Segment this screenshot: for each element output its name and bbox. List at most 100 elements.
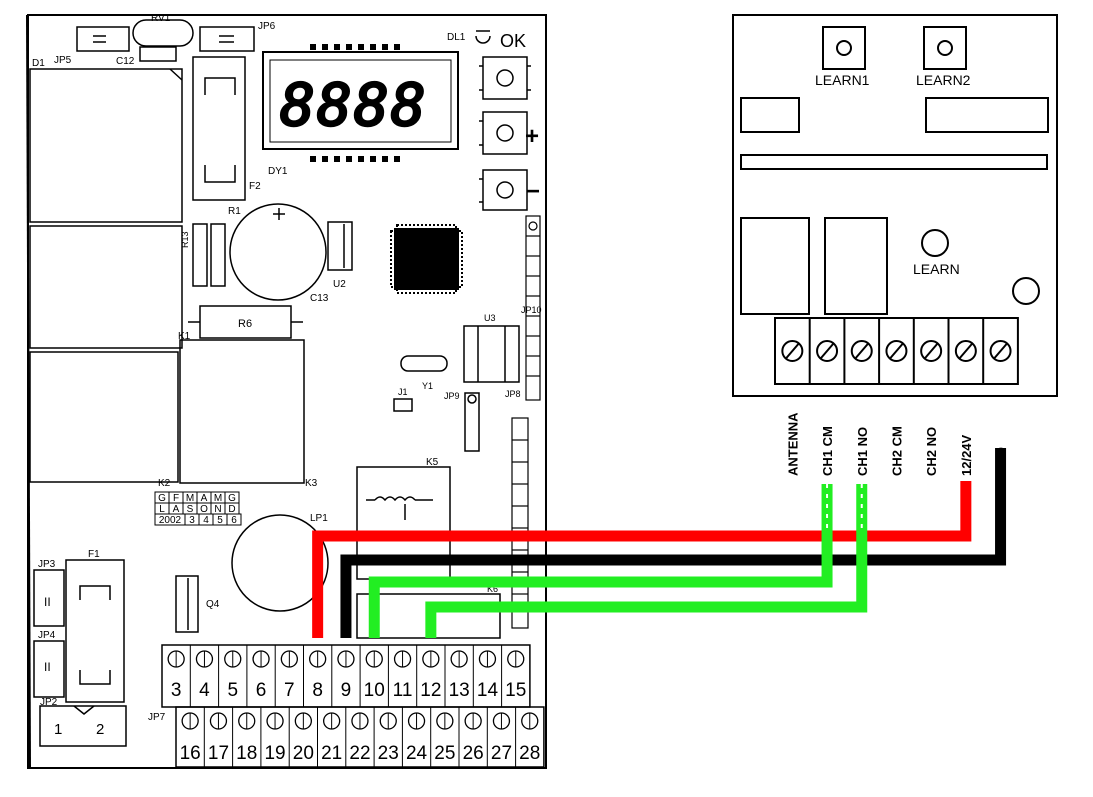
label-k1: K1 <box>178 331 191 342</box>
receiver-terminal-label: 12/24V <box>959 434 974 476</box>
terminal-3: 3 <box>167 650 185 701</box>
label-k5: K5 <box>426 457 439 468</box>
terminal-12: 12 <box>420 650 441 701</box>
wires <box>312 448 1007 638</box>
date-grid-cell: L <box>159 504 165 515</box>
label-jp10: JP10 <box>521 305 542 315</box>
receiver-screw-5 <box>954 340 977 362</box>
date-grid-cell: 6 <box>231 515 237 526</box>
date-grid-cell: M <box>214 493 222 504</box>
label-y1: Y1 <box>422 381 433 391</box>
terminal-label: 25 <box>434 743 455 764</box>
date-grid-cell: A <box>201 493 208 504</box>
label-u3: U3 <box>484 313 496 323</box>
terminal-7: 7 <box>280 650 299 701</box>
terminal-label: 24 <box>406 743 428 764</box>
led-display: 8888 <box>262 44 459 162</box>
terminal-label: 20 <box>293 743 314 764</box>
receiver-screw-3 <box>885 340 908 362</box>
terminal-label: 17 <box>208 743 229 764</box>
terminal-label: 22 <box>349 743 370 764</box>
u3-y1-j1 <box>393 325 520 452</box>
terminal-14: 14 <box>477 650 498 701</box>
label-k2: K2 <box>158 478 171 489</box>
label-k6: K6 <box>487 584 498 594</box>
terminal-label: 6 <box>256 680 267 701</box>
date-grid-cell: G <box>158 493 166 504</box>
wire-gnd <box>340 448 1007 638</box>
wire-12-24v <box>312 481 972 638</box>
terminal-17: 17 <box>208 712 229 764</box>
label-k3: K3 <box>305 478 318 489</box>
receiver-terminal-label: CH2 NO <box>924 427 939 476</box>
terminal-label: 19 <box>264 743 285 764</box>
top-components <box>76 19 255 62</box>
label-jp4-mark: II <box>44 660 51 674</box>
terminal-28: 28 <box>519 712 540 764</box>
lp1-q4 <box>175 514 329 633</box>
terminal-label: 10 <box>364 680 385 701</box>
terminal-label: 3 <box>171 680 182 701</box>
label-dy1: DY1 <box>268 166 288 177</box>
terminal-4: 4 <box>195 650 214 701</box>
receiver-screw-0 <box>781 340 804 362</box>
date-grid-cell: 2002 <box>159 515 182 526</box>
receiver-module <box>732 14 1058 397</box>
label-learn2: LEARN2 <box>916 72 971 88</box>
microcontroller-chip <box>390 224 463 294</box>
terminal-label: 26 <box>463 743 484 764</box>
label-jp6: JP6 <box>258 21 276 32</box>
terminal-label: 23 <box>378 743 399 764</box>
r13-c13-u2 <box>192 203 353 301</box>
terminal-label: 21 <box>321 743 342 764</box>
terminal-label: 28 <box>519 743 540 764</box>
label-f1: F1 <box>88 549 100 560</box>
receiver-terminal-block <box>774 317 1019 385</box>
date-grid-cell: 3 <box>189 515 195 526</box>
resistor-r6 <box>188 305 303 339</box>
receiver-terminal-label: CH1 NO <box>855 427 870 476</box>
right-long-strip <box>511 417 529 629</box>
terminal-label: 8 <box>312 680 323 701</box>
terminal-19: 19 <box>264 712 286 764</box>
terminal-23: 23 <box>378 712 399 764</box>
label-jp5: JP5 <box>54 55 72 66</box>
terminal-label: 12 <box>420 680 441 701</box>
display-digits: 8888 <box>280 71 428 139</box>
terminal-20: 20 <box>293 712 314 764</box>
label-r1: R1 <box>228 206 241 217</box>
terminal-26: 26 <box>463 712 484 764</box>
date-grid-cell: F <box>173 493 179 504</box>
control-board <box>26 14 547 769</box>
left-blocks <box>29 68 183 483</box>
label-q4: Q4 <box>206 599 220 610</box>
label-j1: J1 <box>398 387 408 397</box>
label-jp7: JP7 <box>148 712 166 723</box>
terminal-label: 7 <box>284 680 295 701</box>
label-r6: R6 <box>238 318 252 330</box>
label-jp4: JP4 <box>38 630 56 641</box>
terminal-8: 8 <box>308 650 327 701</box>
terminal-22: 22 <box>349 712 371 764</box>
receiver-screw-1 <box>816 340 839 362</box>
terminal-15: 15 <box>505 650 526 701</box>
jp3-f1-jp4-jp2 <box>33 559 127 747</box>
receiver-terminal-label: CH1 CM <box>820 426 835 476</box>
terminal-25: 25 <box>434 712 455 764</box>
terminal-6: 6 <box>252 650 270 701</box>
terminal-18: 18 <box>236 712 257 764</box>
label-rv1: RV1 <box>151 13 171 24</box>
terminal-13: 13 <box>449 650 470 701</box>
label-jp8: JP8 <box>505 389 521 399</box>
receiver-screw-4 <box>920 340 943 362</box>
terminal-11: 11 <box>393 650 412 701</box>
label-plus: + <box>525 123 539 150</box>
label-jp3-mark: II <box>44 595 51 609</box>
terminal-label: 16 <box>180 743 201 764</box>
terminal-label: 5 <box>227 680 238 701</box>
label-learn1: LEARN1 <box>815 72 870 88</box>
terminal-5: 5 <box>224 650 242 701</box>
